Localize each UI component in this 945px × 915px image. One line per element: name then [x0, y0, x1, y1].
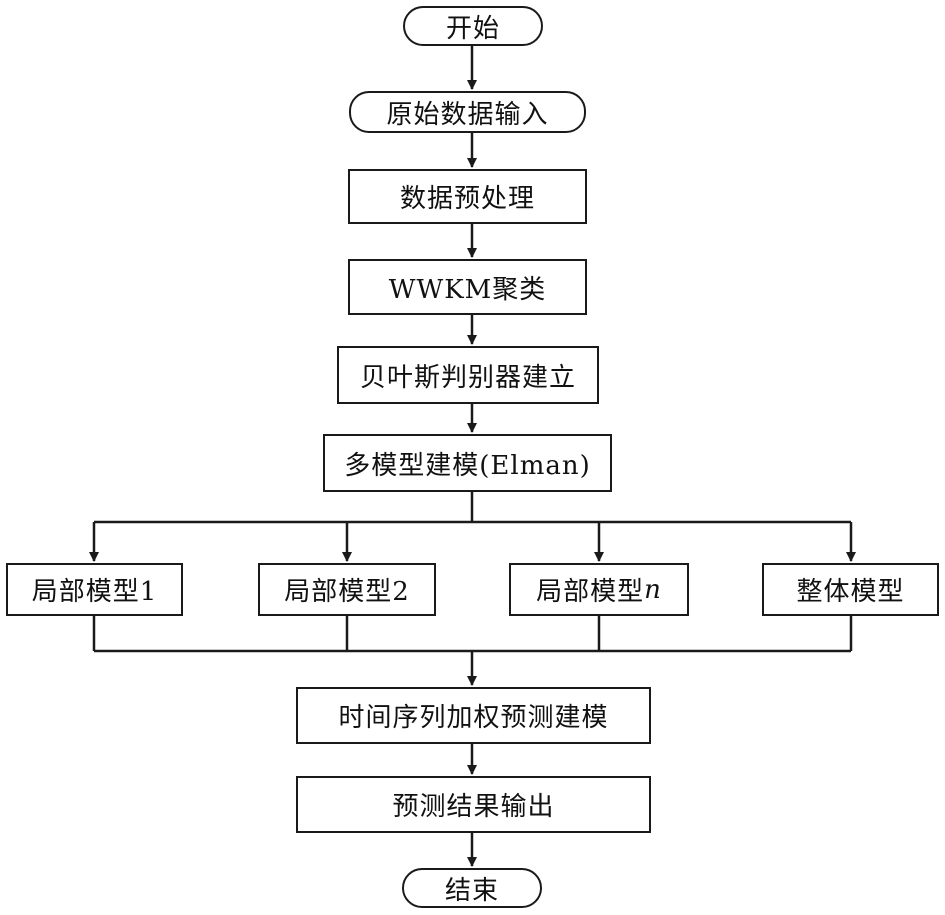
- preprocess-node: 数据预处理: [348, 169, 587, 224]
- local-model-1-node: 局部模型1: [6, 563, 183, 616]
- start-label: 开始: [445, 13, 500, 44]
- weighted-forecast-node: 时间序列加权预测建模: [296, 687, 651, 744]
- output-node: 预测结果输出: [296, 776, 651, 833]
- local-model-n-label: 局部模型: [536, 577, 645, 607]
- preprocess-label: 数据预处理: [399, 184, 535, 214]
- input-label: 原始数据输入: [386, 99, 549, 130]
- multi-model-label: 多模型建模(Elman): [344, 450, 591, 481]
- local-model-n-italic: n: [644, 574, 662, 605]
- bayes-label: 贝叶斯判别器建立: [359, 362, 576, 393]
- weighted-forecast-label: 时间序列加权预测建模: [338, 703, 609, 733]
- input-node: 原始数据输入: [349, 91, 586, 133]
- wwkm-label: WWKM聚类: [388, 274, 547, 305]
- local-model-2-label: 局部模型2: [284, 577, 410, 607]
- end-node: 结束: [402, 868, 542, 908]
- bayes-node: 贝叶斯判别器建立: [337, 346, 599, 404]
- local-model-2-node: 局部模型2: [258, 563, 436, 616]
- multi-model-node: 多模型建模(Elman): [323, 434, 612, 492]
- end-label: 结束: [444, 875, 499, 906]
- global-model-node: 整体模型: [762, 563, 939, 616]
- global-model-label: 整体模型: [796, 577, 905, 607]
- local-model-1-label: 局部模型1: [31, 577, 158, 607]
- wwkm-node: WWKM聚类: [348, 259, 587, 315]
- output-label: 预测结果输出: [392, 792, 555, 822]
- start-node: 开始: [403, 6, 543, 46]
